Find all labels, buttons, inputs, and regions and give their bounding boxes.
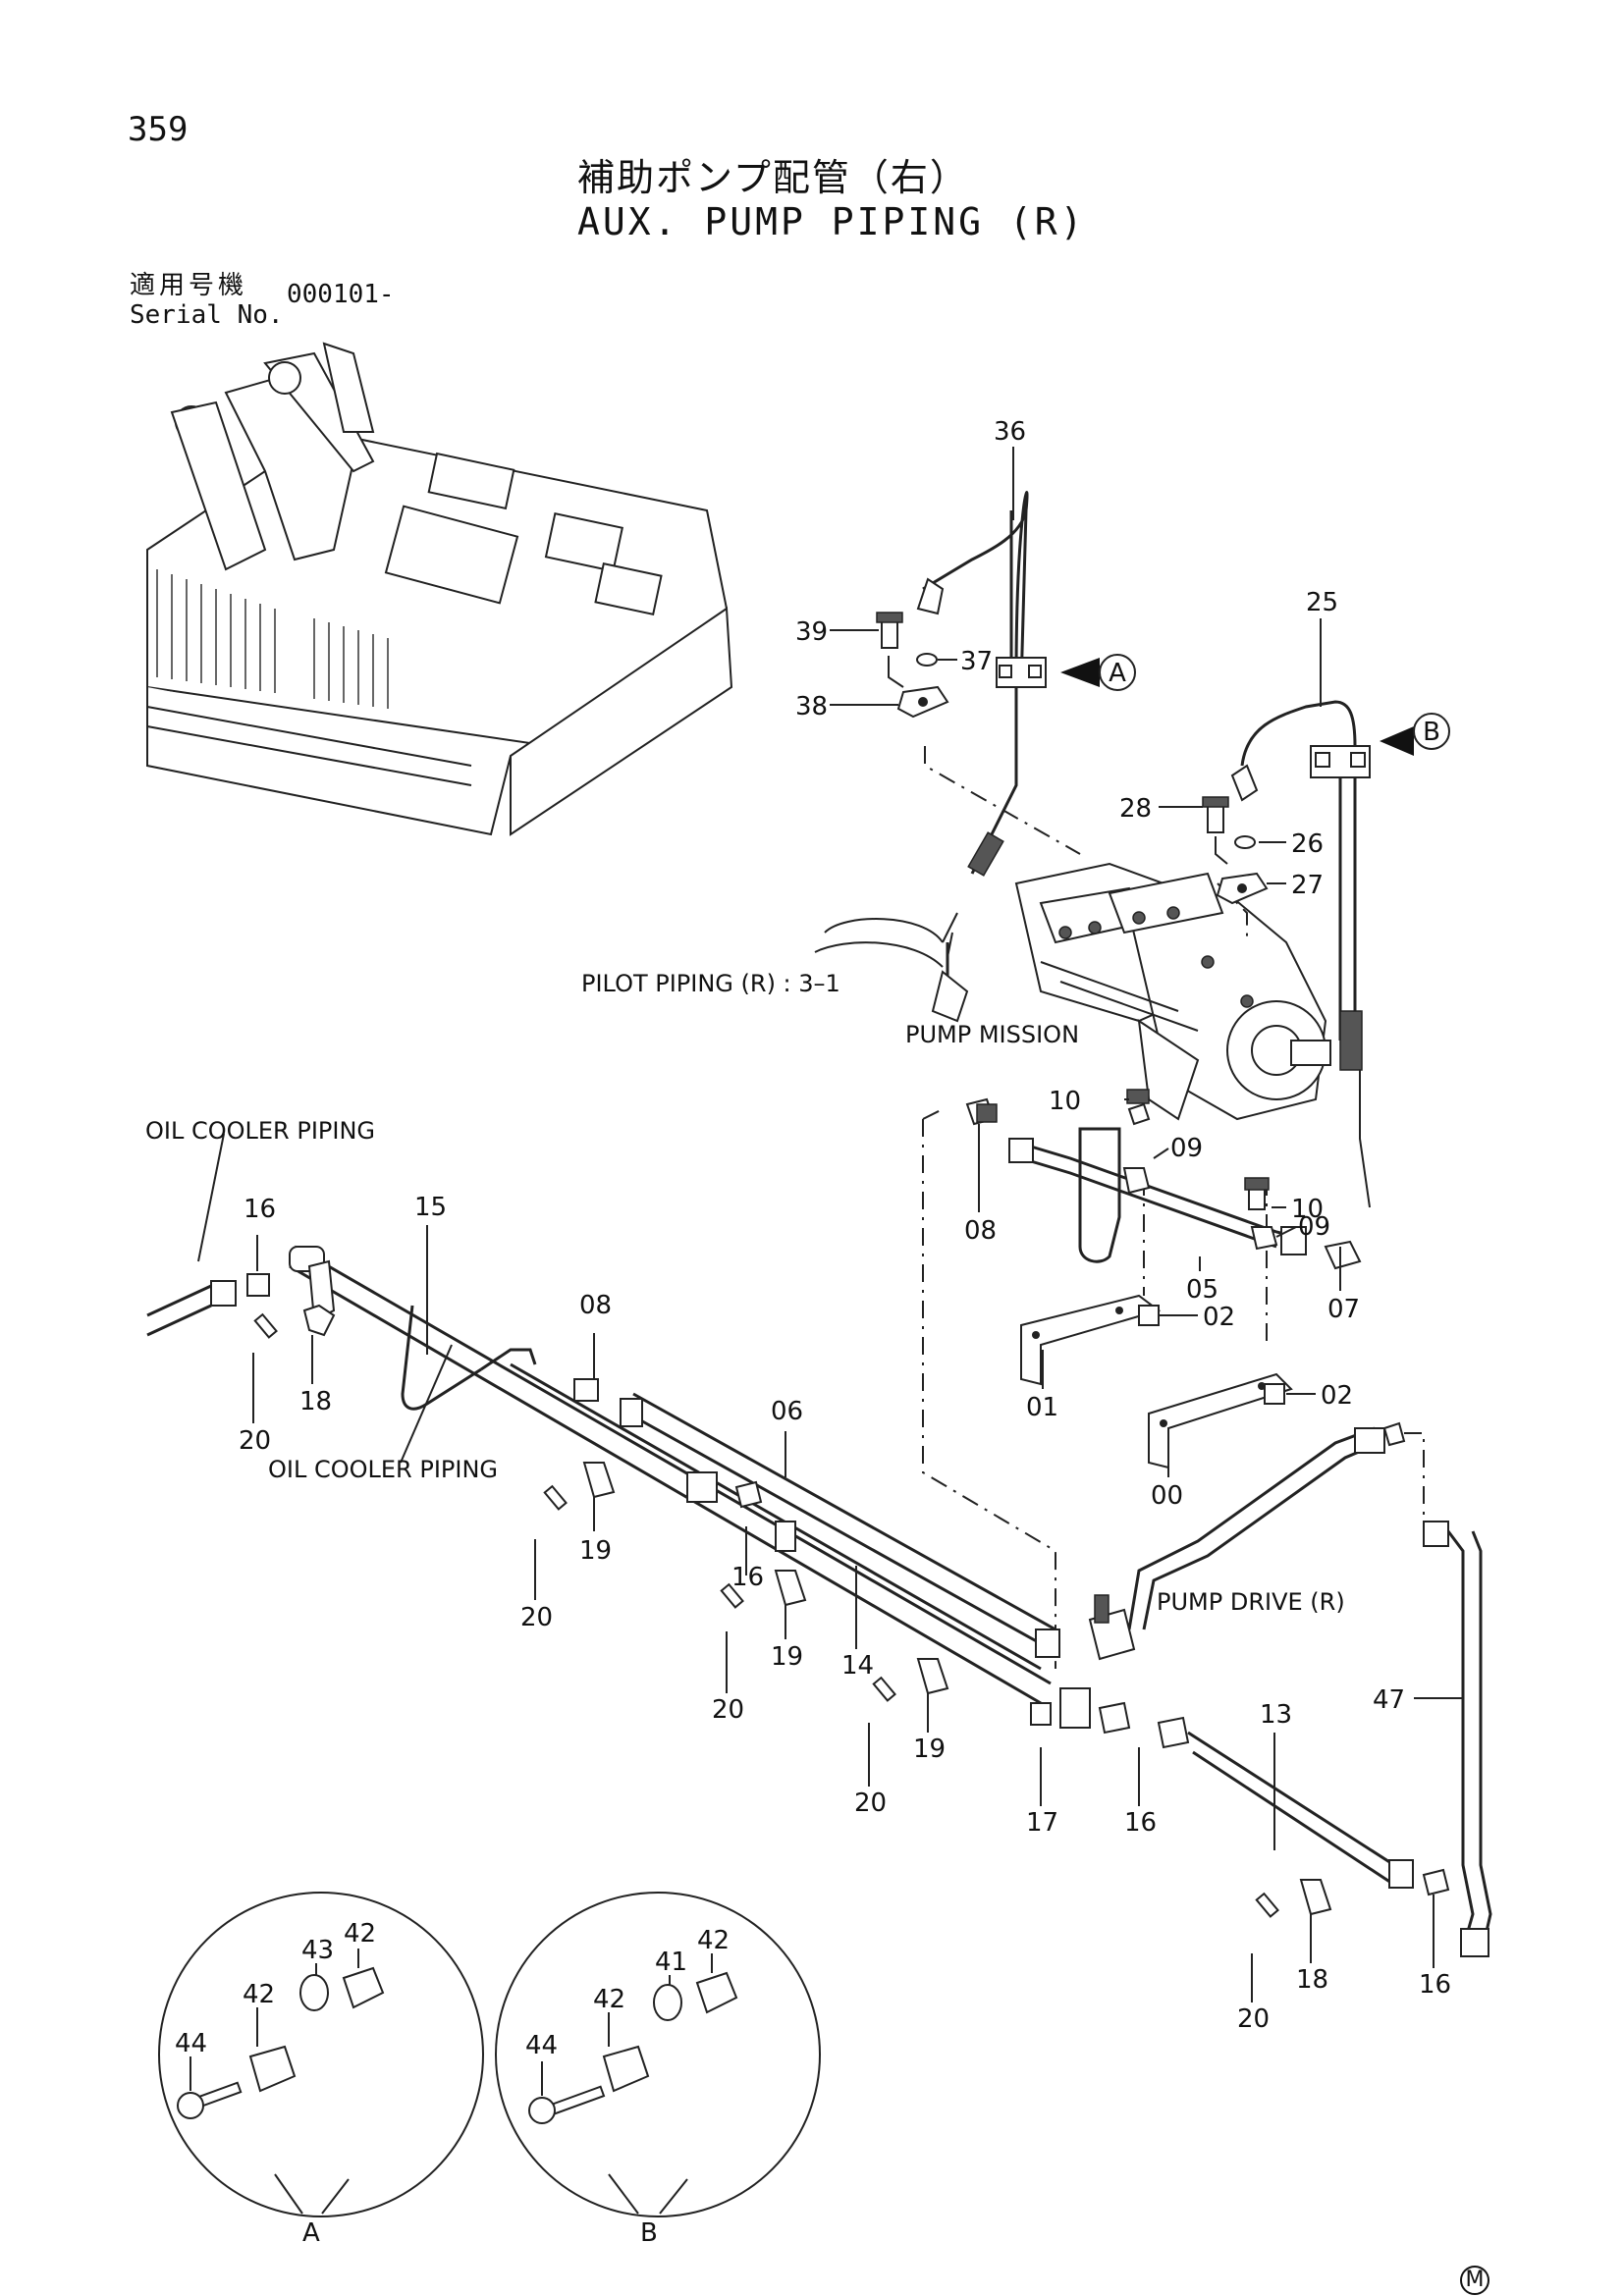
callout-26: 26 [1291,829,1324,859]
pump-mission-drawing [1014,862,1331,1121]
callout-numbers: 36 39 37 38 25 28 26 27 10 10 09 09 08 0… [175,417,1451,2248]
callout-17: 17 [1026,1808,1058,1838]
callout-02-upper: 02 [1203,1303,1235,1332]
page-title-english: AUX. PUMP PIPING (R) [577,200,1086,243]
callout-20-c: 20 [712,1695,744,1725]
note-pilot-piping: PILOT PIPING (R) : 3–1 [581,970,840,997]
callout-37: 37 [960,647,993,676]
callout-08-upper: 08 [964,1216,997,1246]
detail-b-callout-44: 44 [525,2031,558,2060]
callout-15: 15 [414,1193,447,1222]
detail-view-a [158,1892,484,2217]
pump-drive-assembly [1088,1421,1492,1957]
callout-19-b: 19 [771,1642,803,1672]
detail-b-callout-42-upper: 42 [697,1926,730,1955]
detail-b-callout-42-lower: 42 [593,1985,625,2014]
page-title-japanese: 補助ポンプ配管（右） [577,156,969,199]
callout-16-middle: 16 [731,1563,764,1592]
note-oil-cooler-bottom: OIL COOLER PIPING [268,1456,498,1483]
detail-a-label: A [302,2218,320,2248]
callout-16-right: 16 [1419,1970,1451,2000]
pump-outlet-assembly [965,1089,1362,1469]
callout-25: 25 [1306,588,1338,617]
callout-47: 47 [1373,1685,1405,1715]
callout-05: 05 [1186,1275,1218,1305]
callout-09-right: 09 [1298,1212,1330,1242]
callout-27: 27 [1291,871,1324,900]
page-number: 359 [128,110,189,149]
callout-18-right: 18 [1296,1965,1328,1995]
pipe-25-assembly [1230,700,1371,1208]
callout-18-left: 18 [299,1387,332,1416]
serial-label-english: Serial No. [130,300,284,330]
callout-10-upper: 10 [1049,1087,1081,1116]
dashed-reference-lines [922,746,1425,1669]
pipe-36-assembly [814,491,1047,1023]
corner-mark: M [1460,2266,1489,2295]
callout-01: 01 [1026,1393,1058,1422]
marker-a: A [1060,654,1136,691]
marker-b-label: B [1423,718,1440,747]
callout-20-b: 20 [520,1603,553,1632]
callout-00: 00 [1151,1481,1183,1511]
detail-b-label: B [640,2218,658,2248]
callout-36: 36 [994,417,1026,447]
serial-label-japanese: 適用号機 [130,271,248,300]
callout-16-left: 16 [244,1195,276,1224]
serial-number-value: 000101- [287,280,395,309]
detail-a-callout-43: 43 [301,1936,334,1965]
callout-06: 06 [771,1397,803,1426]
callout-leaders [197,447,1463,2002]
callout-13: 13 [1260,1700,1292,1730]
callout-20-d: 20 [854,1789,887,1818]
callout-38: 38 [795,692,828,721]
callout-28: 28 [1119,794,1152,824]
note-pump-mission: PUMP MISSION [905,1021,1079,1048]
detail-a-callout-42-lower: 42 [243,1980,275,2009]
note-pump-drive: PUMP DRIVE (R) [1157,1588,1345,1616]
callout-02-lower: 02 [1321,1381,1353,1411]
machine-frame-drawing [146,342,733,836]
clamp-hardware-upper [876,612,1269,905]
callout-09-upper: 09 [1170,1134,1203,1163]
callout-08-lower: 08 [579,1291,612,1320]
callout-20-left: 20 [239,1426,271,1456]
callout-10-right: 10 [1291,1195,1324,1224]
callout-39: 39 [795,617,828,647]
callout-20-e: 20 [1237,2004,1270,2034]
detail-b-callout-41: 41 [655,1948,687,1977]
marker-b: B [1380,713,1450,756]
callout-19-a: 19 [579,1536,612,1566]
detail-view-b [495,1892,821,2217]
callout-07: 07 [1327,1295,1360,1324]
callout-14: 14 [841,1651,874,1681]
detail-a-callout-42-upper: 42 [344,1919,376,1949]
lower-pipe-assembly [146,1245,1450,1918]
callout-16-lower: 16 [1124,1808,1157,1838]
detail-a-callout-44: 44 [175,2029,207,2058]
callout-19-c: 19 [913,1735,946,1764]
marker-a-label: A [1109,659,1126,688]
note-oil-cooler-top: OIL COOLER PIPING [145,1117,375,1145]
